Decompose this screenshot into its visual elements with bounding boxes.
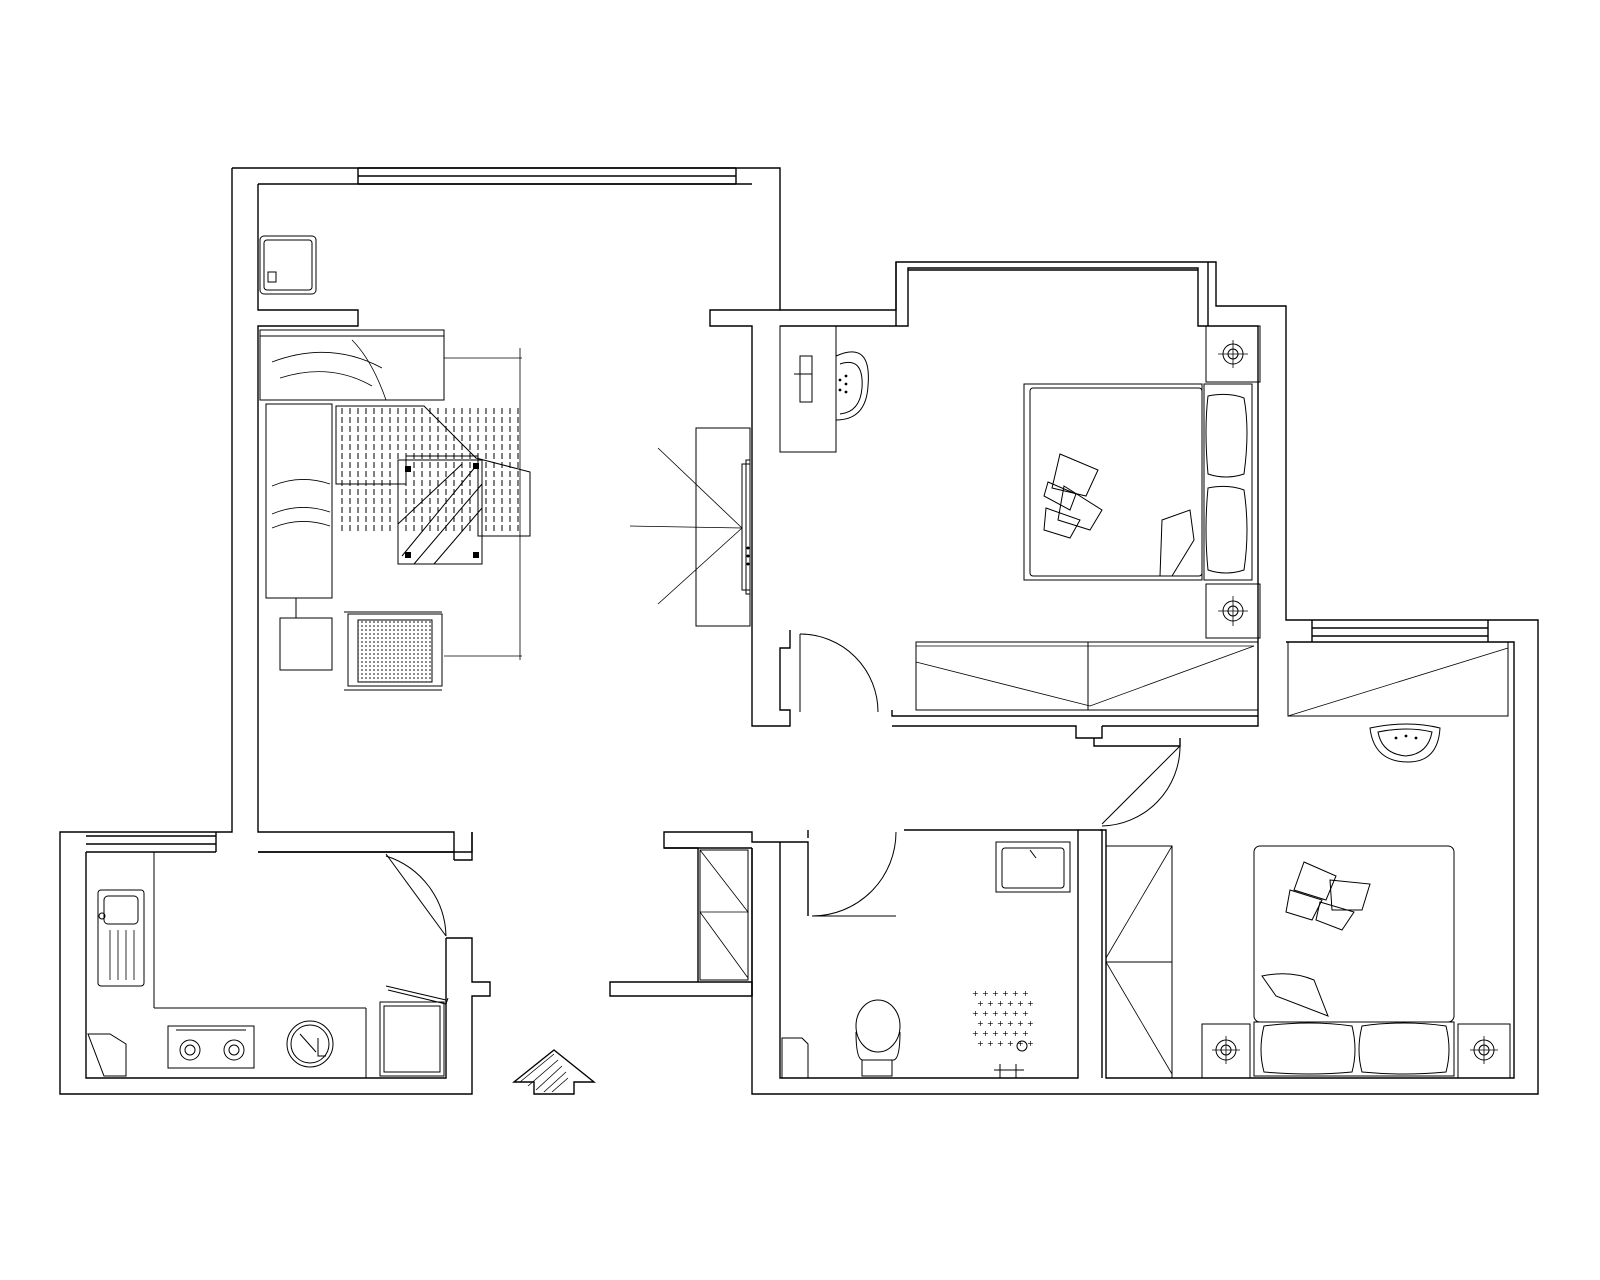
shower-dot: + [1002, 1009, 1009, 1018]
shower-dot: + [1002, 1029, 1009, 1038]
shower-dot: + [977, 999, 984, 1008]
bathroom-fixtures: ++++++++++++++++++++++++++++++++++++ [699, 841, 1071, 1079]
doors [385, 633, 1181, 937]
tv-icon [629, 447, 750, 605]
shower-dot: + [982, 1009, 989, 1018]
shower-icon: ++++++++++++++++++++++++++++++++++++ [972, 989, 1034, 1078]
washbasin-icon [995, 841, 1071, 893]
nightstand-icon [1205, 583, 1261, 639]
shower-dot: + [1027, 1039, 1034, 1048]
wardrobe-icon [1287, 641, 1509, 717]
entrance-arrow-icon [512, 1049, 596, 1095]
shower-dot: + [982, 989, 989, 998]
shower-dot: + [1012, 989, 1019, 998]
wardrobe-icon [915, 641, 1259, 711]
fridge-icon [259, 235, 317, 295]
shower-dot: + [982, 1029, 989, 1038]
living-furniture [259, 235, 751, 1095]
storage-cabinet-icon [87, 1033, 127, 1077]
window-icon [357, 167, 737, 185]
shower-dot: + [1027, 1019, 1034, 1028]
shower-dot: + [1022, 989, 1029, 998]
storage-cabinet-icon [699, 849, 749, 981]
shower-dot: + [992, 1029, 999, 1038]
double-bed-icon [1253, 845, 1455, 1077]
toilet-icon [855, 999, 901, 1077]
storage-cabinet-icon [781, 1037, 809, 1079]
wardrobe-icon [1105, 845, 1173, 1079]
stool-icon [835, 351, 869, 421]
shower-dot: + [1012, 1009, 1019, 1018]
shower-dot: + [1007, 1019, 1014, 1028]
nightstand-icon [1201, 1023, 1251, 1079]
round-table-icon [286, 1020, 334, 1068]
corridor-wall [892, 725, 1181, 747]
shower-dot: + [992, 1009, 999, 1018]
nightstand-icon [1457, 1023, 1511, 1079]
door-swing-icon [799, 633, 879, 713]
side-table-icon [279, 598, 333, 671]
shower-dot: + [1012, 1029, 1019, 1038]
shower-dot: + [1022, 1009, 1029, 1018]
armchair-icon [344, 611, 443, 691]
shower-dot: + [1017, 999, 1024, 1008]
stove-icon [167, 1025, 255, 1069]
shower-dot: + [1027, 999, 1034, 1008]
second-bedroom-furniture [1105, 641, 1511, 1079]
shower-dot: + [977, 1039, 984, 1048]
shower-dot: + [997, 999, 1004, 1008]
washing-machine-icon [379, 985, 449, 1077]
living-left-outer [59, 168, 491, 1095]
window-icon [1311, 620, 1489, 642]
door-swing-icon [385, 853, 447, 937]
walls [59, 167, 1539, 1095]
shower-dot: + [977, 1019, 984, 1028]
shower-dot: + [972, 989, 979, 998]
shower-dot: + [972, 1009, 979, 1018]
dresser-icon [779, 325, 837, 453]
dimension-lines [444, 348, 522, 660]
door-swing-icon [811, 831, 897, 917]
sofa-set-icon [259, 329, 445, 599]
master-bedroom-inner-wall [780, 267, 1259, 727]
nightstand-icon [1205, 325, 1261, 383]
double-bed-icon [1023, 383, 1253, 581]
shower-dot: + [1022, 1029, 1029, 1038]
kitchen-top-wall [454, 832, 473, 861]
stool-icon [1369, 723, 1441, 763]
shower-dot: + [1007, 1039, 1014, 1048]
coffee-table-icon [335, 405, 531, 565]
shower-dot: + [992, 989, 999, 998]
shower-dot: + [1007, 999, 1014, 1008]
shower-dot: + [997, 1039, 1004, 1048]
master-bedroom-furniture [779, 325, 1261, 711]
window-icon [895, 262, 1209, 326]
shower-dot: + [987, 1019, 994, 1028]
shower-dot: + [987, 999, 994, 1008]
shower-dot: + [987, 1039, 994, 1048]
shower-dot: + [1002, 989, 1009, 998]
shower-dot: + [997, 1019, 1004, 1028]
door-swing-icon [1101, 745, 1181, 827]
sink-icon [97, 889, 145, 987]
window-icon [86, 832, 217, 852]
bathroom-wall [663, 829, 1079, 1079]
kitchen-fixtures [87, 852, 449, 1078]
closet-wall [609, 847, 753, 997]
shower-dot: + [1017, 1019, 1024, 1028]
second-bedroom-inner-wall [1100, 641, 1515, 1079]
shower-dot: + [972, 1029, 979, 1038]
shower-dot: + [1017, 1039, 1024, 1048]
